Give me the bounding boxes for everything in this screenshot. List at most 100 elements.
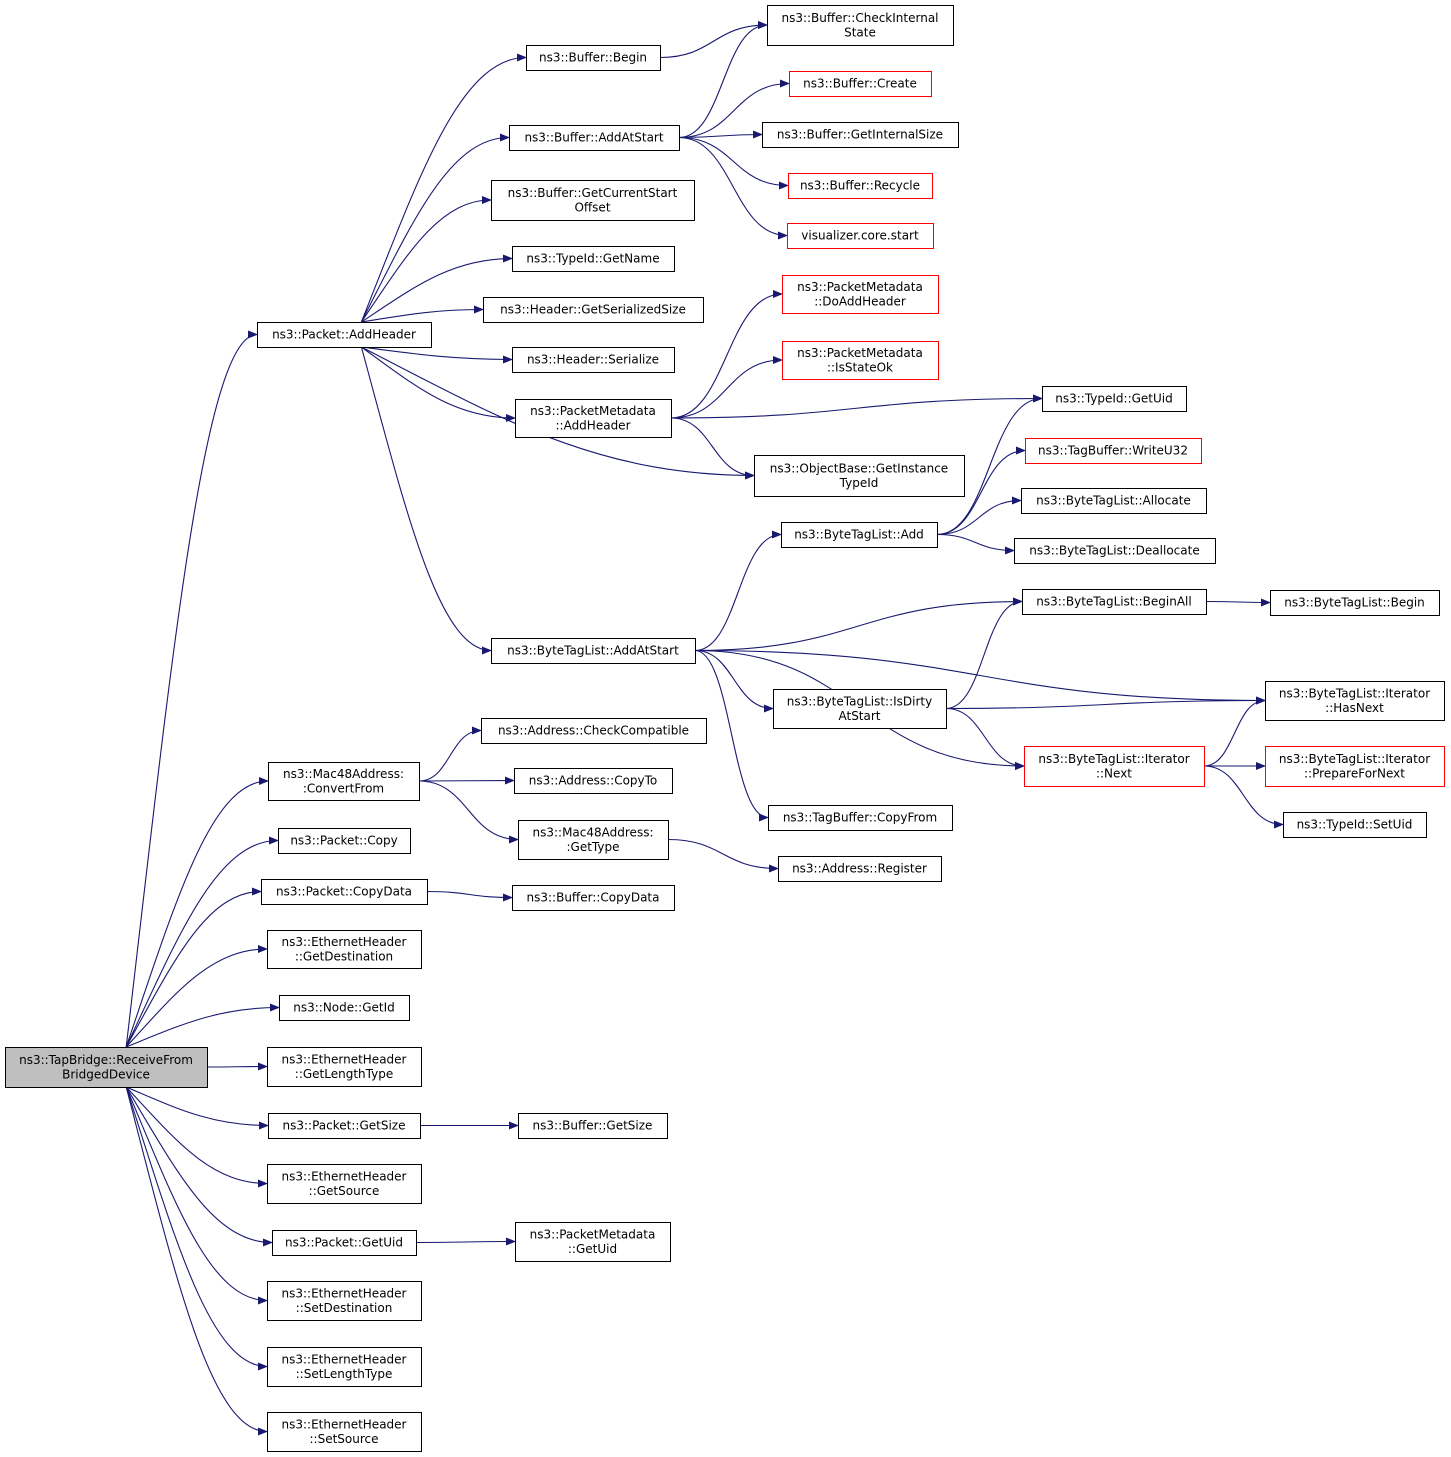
node-btl_beginall[interactable]: ns3::ByteTagList::BeginAll [1022,589,1207,615]
node-pm_getuid[interactable]: ns3::PacketMetadata::GetUid [515,1222,671,1262]
node-box[interactable] [787,223,934,249]
node-box[interactable] [1014,538,1216,564]
node-pkt_addheader[interactable]: ns3::Packet::AddHeader [257,322,432,348]
node-box[interactable] [754,455,965,497]
node-pkt_getuid[interactable]: ns3::Packet::GetUid [272,1230,417,1256]
node-buf_getinternalsize[interactable]: ns3::Buffer::GetInternalSize [762,122,959,148]
node-box[interactable] [261,879,428,905]
node-box[interactable] [1022,589,1207,615]
node-box[interactable] [1283,812,1427,838]
node-box[interactable] [1265,746,1445,787]
node-box[interactable] [257,322,432,348]
node-box[interactable] [781,522,938,548]
node-box[interactable] [515,399,672,438]
node-box[interactable] [483,297,704,323]
node-box[interactable] [267,1347,422,1387]
node-buf_create[interactable]: ns3::Buffer::Create [789,71,932,97]
node-mac48_convertfrom[interactable]: ns3::Mac48Address::ConvertFrom [268,762,420,801]
node-buf_addatstart[interactable]: ns3::Buffer::AddAtStart [509,125,680,151]
node-box[interactable] [514,768,673,794]
node-box[interactable] [267,1412,422,1452]
node-buf_begin[interactable]: ns3::Buffer::Begin [526,45,661,71]
node-btl_allocate[interactable]: ns3::ByteTagList::Allocate [1021,488,1207,514]
node-box[interactable] [267,1164,422,1204]
node-eth_getdest[interactable]: ns3::EthernetHeader::GetDestination [267,930,422,969]
node-eth_setsource[interactable]: ns3::EthernetHeader::SetSource [267,1412,422,1452]
node-box[interactable] [1024,746,1205,787]
node-box[interactable] [481,718,707,744]
node-box[interactable] [1270,590,1440,616]
node-pm_doaddheader[interactable]: ns3::PacketMetadata::DoAddHeader [782,275,939,314]
node-box[interactable] [491,180,695,221]
node-btl_iter_next[interactable]: ns3::ByteTagList::Iterator::Next [1024,746,1205,787]
node-box[interactable] [268,762,420,801]
node-box[interactable] [526,45,661,71]
node-typeid_setuid[interactable]: ns3::TypeId::SetUid [1283,812,1427,838]
node-eth_setdest[interactable]: ns3::EthernetHeader::SetDestination [267,1281,422,1321]
node-eth_getlentype[interactable]: ns3::EthernetHeader::GetLengthType [267,1047,422,1087]
node-addr_copyto[interactable]: ns3::Address::CopyTo [514,768,673,794]
node-btl_iter_prepnext[interactable]: ns3::ByteTagList::Iterator::PrepareForNe… [1265,746,1445,787]
node-box[interactable] [278,828,411,854]
node-box[interactable] [267,1281,422,1321]
node-eth_setlentype[interactable]: ns3::EthernetHeader::SetLengthType [267,1347,422,1387]
node-box[interactable] [268,1113,421,1139]
node-box[interactable] [1025,438,1202,464]
node-box[interactable] [768,805,953,831]
node-tagbuf_writeu32[interactable]: ns3::TagBuffer::WriteU32 [1025,438,1202,464]
node-box[interactable] [782,275,939,314]
node-addr_checkcompat[interactable]: ns3::Address::CheckCompatible [481,718,707,744]
node-pm_addheader[interactable]: ns3::PacketMetadata::AddHeader [515,399,672,438]
node-buf_copydata[interactable]: ns3::Buffer::CopyData [512,885,675,911]
node-hdr_getsersize[interactable]: ns3::Header::GetSerializedSize [483,297,704,323]
node-box[interactable] [767,5,954,46]
node-box[interactable] [491,638,696,664]
node-buf_getsize[interactable]: ns3::Buffer::GetSize [518,1113,668,1139]
node-box[interactable] [267,1047,422,1087]
node-node_getid[interactable]: ns3::Node::GetId [279,995,410,1021]
node-box[interactable] [518,1113,668,1139]
node-box[interactable] [1265,681,1445,721]
node-btl_iter_hasnext[interactable]: ns3::ByteTagList::Iterator::HasNext [1265,681,1445,721]
node-box[interactable] [1021,488,1207,514]
node-box[interactable] [512,885,675,911]
node-pkt_getsize[interactable]: ns3::Packet::GetSize [268,1113,421,1139]
node-box[interactable] [773,689,947,729]
node-pm_isstateok[interactable]: ns3::PacketMetadata::IsStateOk [782,341,939,380]
node-typeid_getuid[interactable]: ns3::TypeId::GetUid [1042,386,1187,412]
node-pkt_copy[interactable]: ns3::Packet::Copy [278,828,411,854]
node-eth_getsource[interactable]: ns3::EthernetHeader::GetSource [267,1164,422,1204]
node-vis_core_start[interactable]: visualizer.core.start [787,223,934,249]
node-buf_recycle[interactable]: ns3::Buffer::Recycle [788,173,933,199]
node-btl_begin[interactable]: ns3::ByteTagList::Begin [1270,590,1440,616]
node-mac48_gettype[interactable]: ns3::Mac48Address::GetType [518,820,669,860]
node-box[interactable] [512,246,675,272]
node-box[interactable] [778,856,942,882]
node-btl_deallocate[interactable]: ns3::ByteTagList::Deallocate [1014,538,1216,564]
node-box[interactable] [279,995,410,1021]
node-box[interactable] [789,71,932,97]
node-tagbuf_copyfrom[interactable]: ns3::TagBuffer::CopyFrom [768,805,953,831]
node-box[interactable] [788,173,933,199]
node-btl_add[interactable]: ns3::ByteTagList::Add [781,522,938,548]
node-typeid_getname[interactable]: ns3::TypeId::GetName [512,246,675,272]
node-addr_register[interactable]: ns3::Address::Register [778,856,942,882]
node-pkt_copydata[interactable]: ns3::Packet::CopyData [261,879,428,905]
node-box[interactable] [512,347,675,373]
node-box[interactable] [782,341,939,380]
node-box[interactable] [509,125,680,151]
node-btl_addatstart[interactable]: ns3::ByteTagList::AddAtStart [491,638,696,664]
node-box[interactable] [267,930,422,969]
node-box[interactable] [272,1230,417,1256]
node-box[interactable] [5,1047,208,1088]
node-box[interactable] [1042,386,1187,412]
node-box[interactable] [518,820,669,860]
node-box[interactable] [762,122,959,148]
node-hdr_serialize[interactable]: ns3::Header::Serialize [512,347,675,373]
node-box[interactable] [515,1222,671,1262]
